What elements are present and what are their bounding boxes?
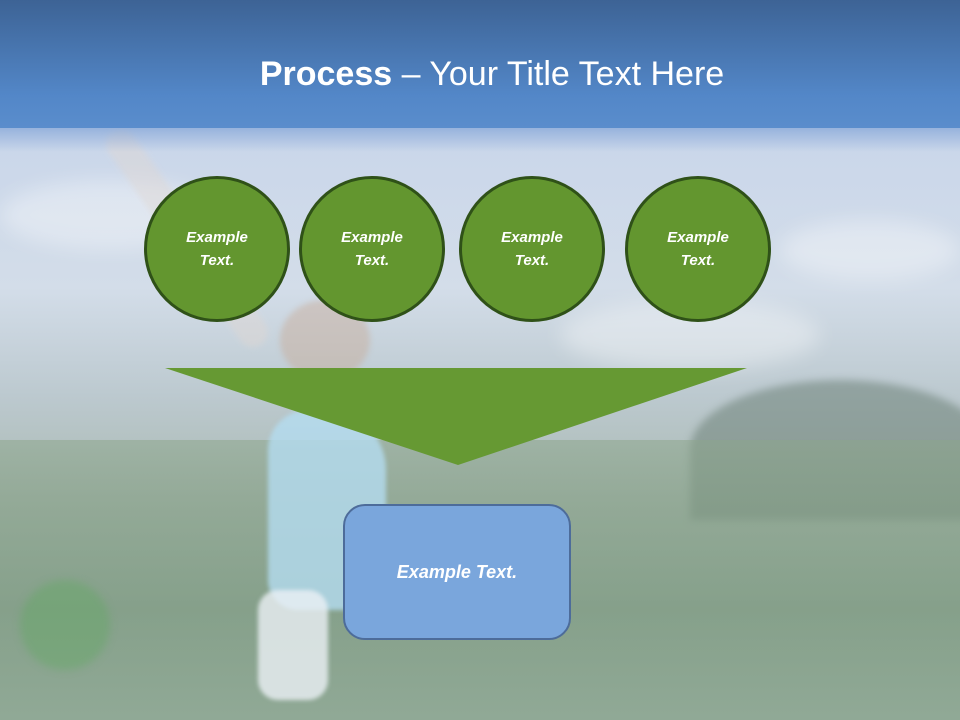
circle-text-line1: Example (186, 229, 248, 246)
background-leaf (20, 580, 110, 670)
title-banner-fade (0, 128, 960, 152)
title-banner (0, 0, 960, 128)
slide-title-rest: – Your Title Text Here (392, 55, 725, 93)
circle-text-line1: Example (341, 229, 403, 246)
circle-text-line2: Text. (514, 252, 550, 269)
result-box[interactable]: Example Text. (343, 504, 571, 640)
circle-text-line1: Example (501, 229, 563, 246)
circle-text-line2: Text. (354, 252, 390, 269)
circle-text-line2: Text. (680, 252, 716, 269)
circle-text-line2: Text. (199, 252, 235, 269)
result-box-text: Example Text. (396, 561, 518, 582)
circle-text-line1: Example (667, 229, 729, 246)
background-cloud (780, 220, 960, 280)
slide-title-bold: Process (259, 55, 393, 93)
background-figure-legs (258, 590, 328, 700)
funnel-arrow-icon[interactable] (165, 368, 747, 465)
slide-title[interactable]: Process – Your Title Text Here (0, 50, 960, 98)
